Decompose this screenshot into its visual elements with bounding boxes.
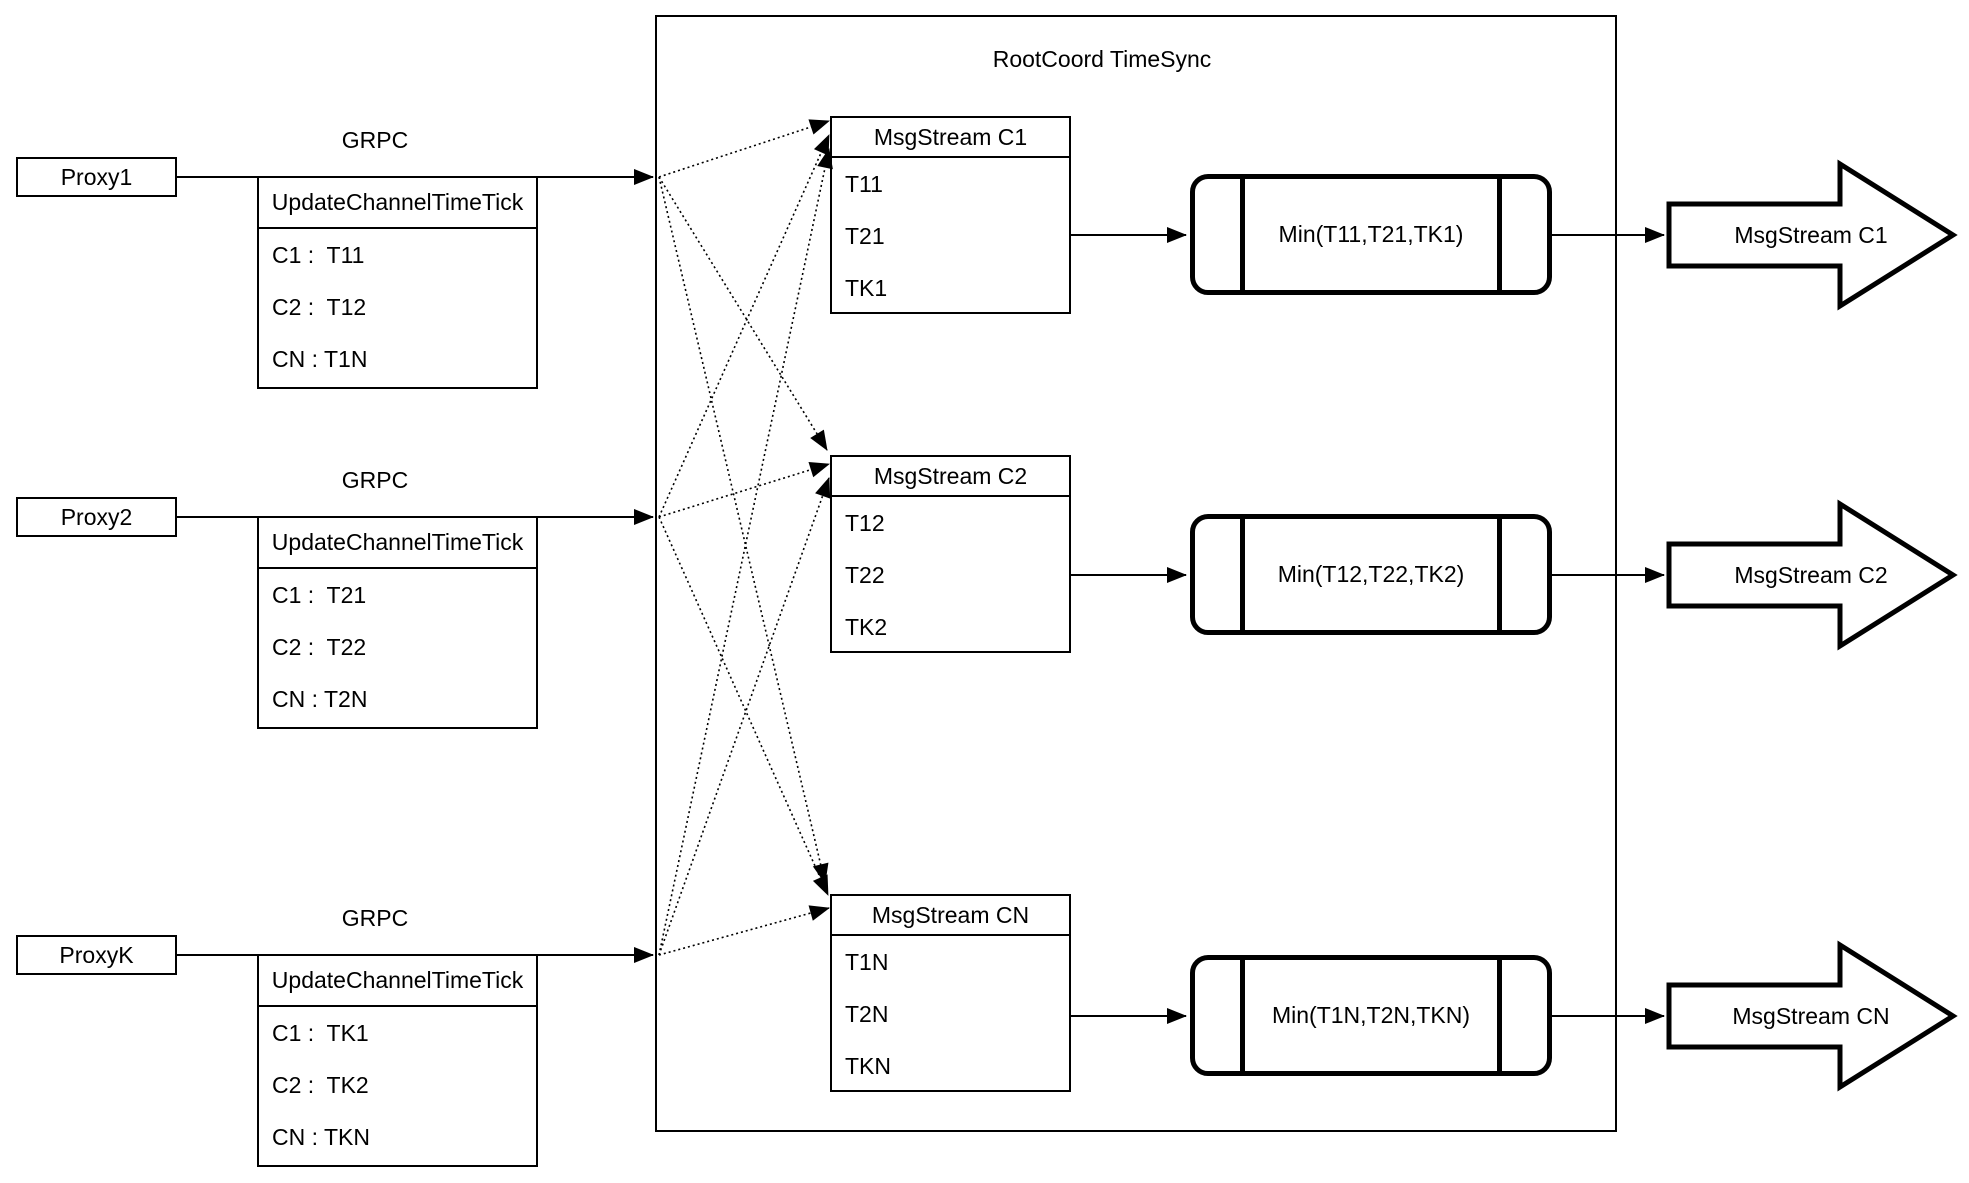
process-divider [1497, 960, 1502, 1071]
update-table-1-row: C2 : T12 [272, 293, 367, 320]
msgstream-c1-row: TK1 [845, 274, 888, 301]
min-label-1: Min(T11,T21,TK1) [1278, 221, 1464, 247]
msgstream-cn-table: MsgStream CN T1N T2N TKN [830, 894, 1071, 1092]
proxy2-box: Proxy2 [16, 497, 177, 537]
rootcoord-title: RootCoord TimeSync [992, 46, 1212, 72]
min-label-3: Min(T1N,T2N,TKN) [1271, 1002, 1471, 1028]
proxy1-box: Proxy1 [16, 157, 177, 197]
msgstream-c1-row: T11 [845, 170, 883, 197]
proxyk-box: ProxyK [16, 935, 177, 975]
out-arrow-label-3: MsgStream CN [1732, 1003, 1890, 1029]
min-label-2: Min(T12,T22,TK2) [1277, 561, 1465, 587]
update-table-3-row: C1 : TK1 [272, 1019, 369, 1046]
msgstream-cn-header: MsgStream CN [832, 896, 1069, 936]
update-table-2-header: UpdateChannelTimeTick [259, 518, 536, 569]
grpc-label-3: GRPC [341, 905, 409, 931]
out-arrow-label-2: MsgStream C2 [1734, 562, 1888, 588]
process-divider [1240, 179, 1245, 290]
update-table-1-header: UpdateChannelTimeTick [259, 178, 536, 229]
update-table-2-row: C1 : T21 [272, 581, 367, 608]
update-channel-timetick-table-3: UpdateChannelTimeTick C1 : TK1 C2 : TK2 … [257, 954, 538, 1167]
process-divider [1497, 519, 1502, 630]
process-divider [1240, 519, 1245, 630]
out-arrow-label-1: MsgStream C1 [1734, 222, 1888, 248]
msgstream-c2-header: MsgStream C2 [832, 457, 1069, 497]
update-table-3-row: CN : TKN [272, 1123, 370, 1150]
msgstream-cn-row: TKN [845, 1052, 891, 1079]
msgstream-c1-header: MsgStream C1 [832, 118, 1069, 158]
min-box-3: Min(T1N,T2N,TKN) [1190, 955, 1552, 1076]
update-table-2-row: C2 : T22 [272, 633, 367, 660]
min-box-1: Min(T11,T21,TK1) [1190, 174, 1552, 295]
grpc-label-1: GRPC [341, 127, 409, 153]
msgstream-c1-row: T21 [845, 222, 885, 249]
process-divider [1497, 179, 1502, 290]
msgstream-c2-row: T22 [845, 561, 885, 588]
msgstream-c1-table: MsgStream C1 T11 T21 TK1 [830, 116, 1071, 314]
update-channel-timetick-table-2: UpdateChannelTimeTick C1 : T21 C2 : T22 … [257, 516, 538, 729]
msgstream-c2-row: TK2 [845, 613, 888, 640]
update-table-1-row: CN : T1N [272, 345, 368, 372]
update-table-3-row: C2 : TK2 [272, 1071, 369, 1098]
update-table-2-row: CN : T2N [272, 685, 368, 712]
update-table-3-header: UpdateChannelTimeTick [259, 956, 536, 1007]
msgstream-c2-row: T12 [845, 509, 885, 536]
update-channel-timetick-table-1: UpdateChannelTimeTick C1 : T11 C2 : T12 … [257, 176, 538, 389]
msgstream-c2-table: MsgStream C2 T12 T22 TK2 [830, 455, 1071, 653]
grpc-label-2: GRPC [341, 467, 409, 493]
msgstream-cn-row: T1N [845, 948, 889, 975]
msgstream-cn-row: T2N [845, 1000, 889, 1027]
update-table-1-row: C1 : T11 [272, 241, 365, 268]
min-box-2: Min(T12,T22,TK2) [1190, 514, 1552, 635]
process-divider [1240, 960, 1245, 1071]
